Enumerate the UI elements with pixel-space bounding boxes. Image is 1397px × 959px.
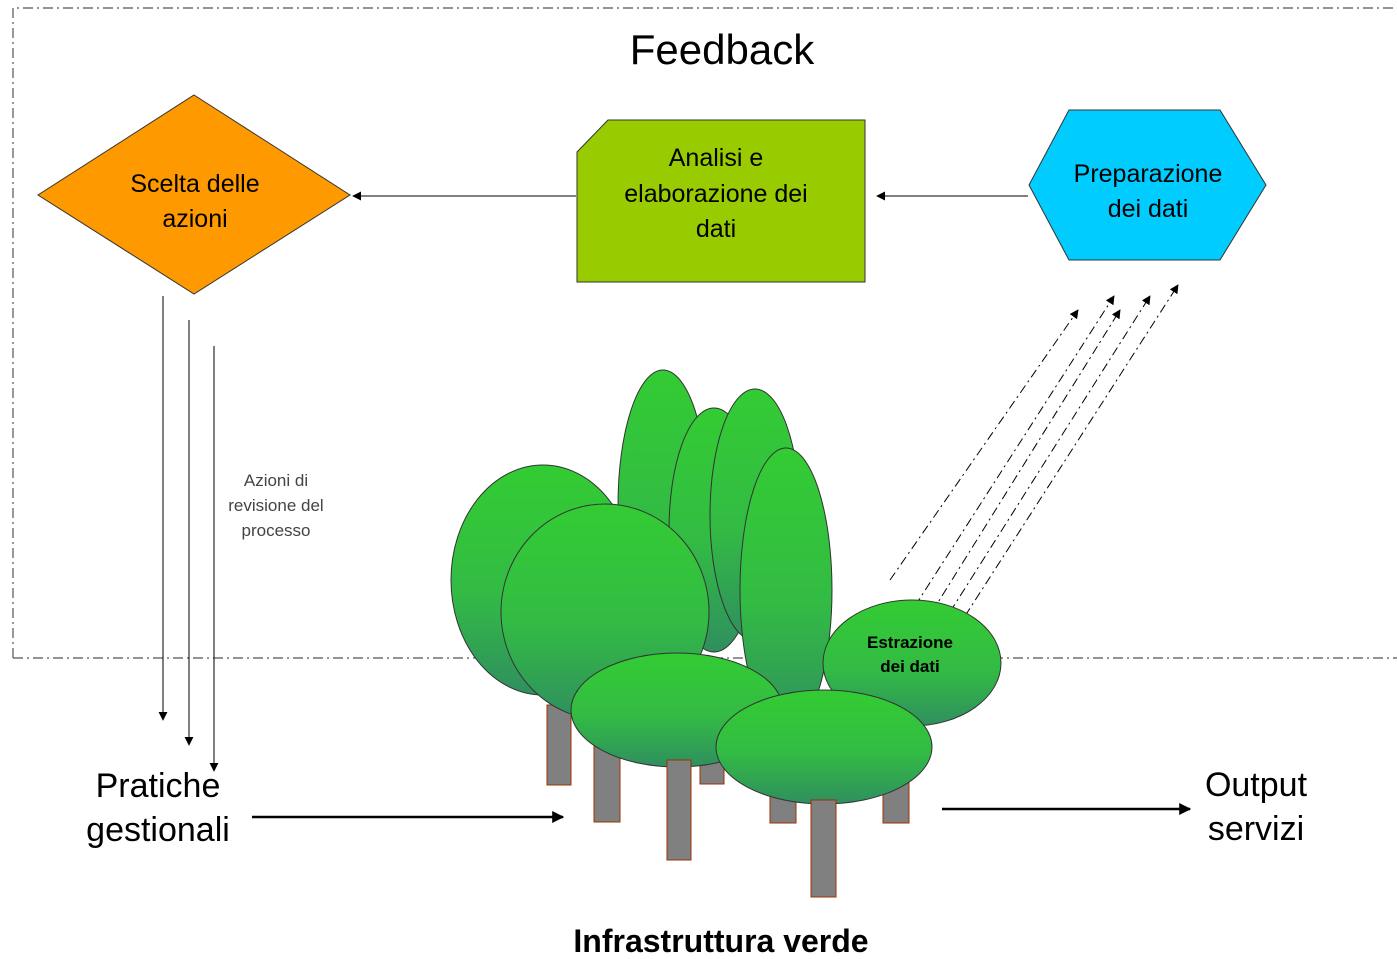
analysis-label-line3: dati — [696, 215, 736, 243]
tree-trunk — [810, 799, 837, 898]
preparation-label-line1: Preparazione — [1074, 160, 1223, 188]
preparation-hexagon — [1028, 109, 1267, 261]
revision-label-line1: Azioni di — [244, 471, 308, 490]
extraction-arrows — [889, 284, 1179, 617]
feedback-boundary — [12, 7, 1397, 659]
practices-label-line1: Pratiche — [96, 767, 221, 805]
choice-diamond — [37, 94, 351, 295]
preparation-node: Preparazione dei dati — [1028, 109, 1267, 261]
analysis-label-line2: elaborazione dei — [624, 180, 807, 208]
extraction-label-line2: dei dati — [880, 657, 940, 676]
infrastructure-label: Infrastruttura verde — [573, 923, 868, 959]
tree-canopy — [715, 689, 933, 805]
extraction-arrow-3 — [931, 309, 1121, 613]
revision-label-line3: processo — [242, 521, 311, 540]
practices-label-line2: gestionali — [86, 811, 230, 849]
choice-label-line2: azioni — [162, 205, 227, 233]
choice-node: Scelta delle azioni — [37, 94, 351, 295]
tree-trunk — [666, 759, 692, 861]
tree-cluster-illustration — [450, 369, 1002, 898]
tree-trunk — [546, 704, 572, 786]
extraction-arrow-5 — [964, 284, 1179, 617]
revision-label-line2: revisione del — [228, 496, 323, 515]
analysis-label-line1: Analisi e — [669, 144, 764, 172]
analysis-node: Analisi e elaborazione dei dati — [576, 119, 866, 283]
choice-label-line1: Scelta delle — [130, 170, 259, 198]
extraction-arrow-4 — [949, 295, 1151, 613]
extraction-arrow-1 — [889, 309, 1079, 581]
extraction-label-line1: Estrazione — [867, 633, 953, 652]
analysis-card — [576, 119, 866, 283]
preparation-label-line2: dei dati — [1108, 195, 1189, 223]
extraction-arrow-2 — [914, 295, 1115, 607]
feedback-title: Feedback — [630, 26, 815, 73]
output-label-line1: Output — [1205, 766, 1308, 804]
output-label-line2: servizi — [1208, 810, 1304, 848]
